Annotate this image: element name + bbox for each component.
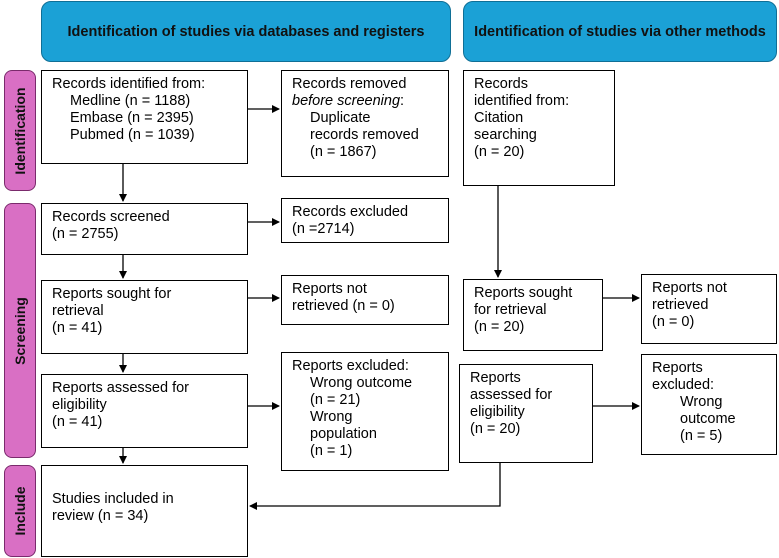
other-reports-excluded-item-3: (n = 5) [680, 428, 723, 444]
records-identified-pubmed: Pubmed (n = 1039) [70, 127, 195, 143]
records-removed-colon: : [400, 93, 405, 109]
header-databases: Identification of studies via databases … [41, 1, 451, 62]
other-records-identified-line4: searching [474, 127, 537, 143]
other-reports-sought-line3: (n = 20) [474, 319, 525, 335]
reports-assessed-line1: Reports assessed for [52, 380, 190, 396]
box-reports-assessed: Reports assessed for eligibility (n = 41… [41, 374, 248, 448]
other-records-identified-line2: identified from: [474, 93, 570, 109]
reports-sought-line1: Reports sought for [52, 286, 172, 302]
other-records-identified-line1: Records [474, 76, 528, 92]
box-records-identified: Records identified from: Medline (n = 11… [41, 70, 248, 164]
box-reports-not-retrieved: Reports not retrieved (n = 0) [281, 275, 449, 325]
records-screened-line1: Records screened [52, 209, 170, 225]
reports-sought-line3: (n = 41) [52, 320, 103, 336]
studies-included-line2: review (n = 34) [52, 508, 149, 524]
other-reports-excluded-heading-2: excluded: [652, 377, 715, 393]
other-records-identified-line5: (n = 20) [474, 144, 525, 160]
box-records-screened: Records screened (n = 2755) [41, 203, 248, 255]
other-reports-excluded-item-1: Wrong [680, 394, 723, 410]
header-other-text: Identification of studies via other meth… [474, 23, 766, 40]
box-other-reports-sought: Reports sought for retrieval (n = 20) [463, 279, 603, 351]
records-removed-heading: Records removed [292, 76, 407, 92]
reports-assessed-line3: (n = 41) [52, 414, 103, 430]
other-records-identified-line3: Citation [474, 110, 524, 126]
box-other-reports-assessed: Reports assessed for eligibility (n = 20… [459, 364, 593, 463]
header-other-methods: Identification of studies via other meth… [463, 1, 777, 62]
records-excluded-line1: Records excluded [292, 204, 409, 220]
records-screened-line2: (n = 2755) [52, 226, 119, 242]
records-identified-medline: Medline (n = 1188) [70, 93, 191, 109]
reports-excluded-item-4: population [310, 426, 377, 442]
other-reports-assessed-line3: eligibility [470, 404, 525, 420]
records-removed-item-1: Duplicate [310, 110, 371, 126]
other-reports-assessed-line4: (n = 20) [470, 421, 521, 437]
box-studies-included: Studies included in review (n = 34) [41, 465, 248, 557]
box-other-records-identified: Records identified from: Citation search… [463, 70, 615, 186]
phase-include: Include [4, 465, 36, 557]
other-reports-assessed-line1: Reports [470, 370, 521, 386]
other-reports-sought-line2: for retrieval [474, 302, 547, 318]
other-reports-assessed-line2: assessed for [470, 387, 553, 403]
studies-included-line1: Studies included in [52, 491, 174, 507]
phase-screening: Screening [4, 203, 36, 458]
box-records-removed: Records removed before screening: Duplic… [281, 70, 449, 177]
records-identified-embase: Embase (n = 2395) [70, 110, 194, 126]
other-reports-excluded-item-2: outcome [680, 411, 736, 427]
box-other-reports-excluded: Reports excluded: Wrong outcome (n = 5) [641, 354, 777, 455]
reports-excluded-item-5: (n = 1) [310, 443, 353, 459]
other-reports-sought-line1: Reports sought [474, 285, 573, 301]
reports-excluded-heading: Reports excluded: [292, 358, 409, 374]
box-records-excluded: Records excluded (n =2714) [281, 198, 449, 243]
reports-sought-line2: retrieval [52, 303, 104, 319]
box-other-reports-not-retrieved: Reports not retrieved (n = 0) [641, 274, 777, 344]
other-reports-not-retrieved-line1: Reports not [652, 280, 727, 296]
other-reports-not-retrieved-line2: retrieved [652, 297, 709, 313]
reports-assessed-line2: eligibility [52, 397, 107, 413]
reports-not-retrieved-line2: retrieved (n = 0) [292, 298, 395, 314]
phase-identification: Identification [4, 70, 36, 191]
other-reports-not-retrieved-line3: (n = 0) [652, 314, 695, 330]
reports-excluded-item-3: Wrong [310, 409, 353, 425]
records-removed-italic: before screening [292, 93, 401, 109]
box-reports-excluded: Reports excluded: Wrong outcome (n = 21)… [281, 352, 449, 471]
header-databases-text: Identification of studies via databases … [67, 23, 425, 40]
box-reports-sought: Reports sought for retrieval (n = 41) [41, 280, 248, 354]
records-identified-heading: Records identified from: [52, 76, 206, 92]
other-reports-excluded-heading-1: Reports [652, 360, 703, 376]
arrow-other-assessed-to-included [249, 463, 501, 510]
records-removed-item-3: (n = 1867) [310, 144, 377, 160]
records-excluded-line2: (n =2714) [292, 221, 355, 237]
reports-excluded-item-2: (n = 21) [310, 392, 361, 408]
records-removed-item-2: records removed [310, 127, 419, 143]
reports-excluded-item-1: Wrong outcome [310, 375, 413, 391]
reports-not-retrieved-line1: Reports not [292, 281, 367, 297]
